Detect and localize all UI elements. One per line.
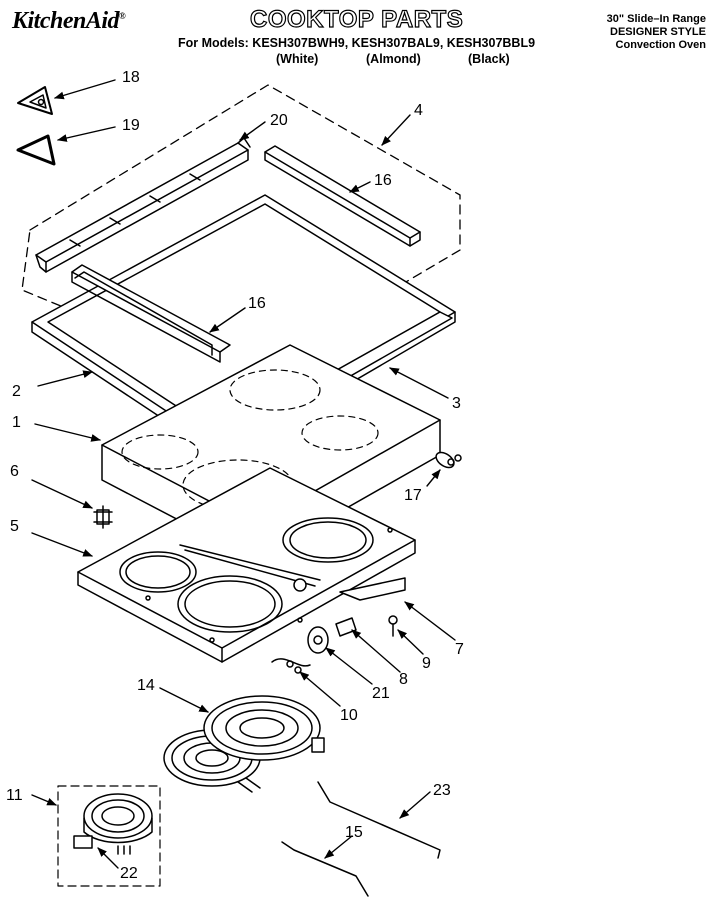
- part-11-group-outline: [57, 785, 161, 887]
- brand-name: KitchenAid: [12, 8, 120, 34]
- page-title: COOKTOP PARTS: [249, 5, 464, 33]
- callout-1: 1: [12, 414, 21, 431]
- callout-8: 8: [399, 671, 408, 688]
- callout-11: 11: [6, 787, 23, 804]
- callout-15: 15: [345, 824, 363, 841]
- callout-17: 17: [404, 487, 422, 504]
- callout-3: 3: [452, 395, 461, 412]
- callout-16-upper: 16: [374, 172, 392, 189]
- variant-white: (White): [276, 52, 319, 66]
- part-14-dual-element: [163, 695, 325, 793]
- part-17-connector: [435, 451, 462, 469]
- part-22-coil-element: [73, 793, 153, 855]
- callout-9: 9: [422, 655, 431, 672]
- part-7-bracket-rail: [339, 577, 406, 601]
- part-9-screw: [388, 615, 398, 637]
- spec-range-type: 30" Slide–In Range: [606, 13, 706, 25]
- part-21-switch: [307, 626, 329, 654]
- models-line: For Models: KESH307BWH9, KESH307BAL9, KE…: [178, 36, 536, 50]
- part-15-rod: [281, 841, 369, 897]
- part-8-clip: [335, 617, 357, 637]
- part-16-front-trim-left: [71, 264, 231, 363]
- callout-23: 23: [433, 782, 451, 799]
- callout-19: 19: [122, 117, 140, 134]
- variant-almond: (Almond): [366, 52, 421, 66]
- callout-6: 6: [10, 463, 19, 480]
- part-23-rod: [317, 781, 441, 859]
- callout-2: 2: [12, 383, 21, 400]
- part-5-burner-box: [77, 467, 416, 663]
- frame-assembly-outline: [21, 84, 461, 381]
- callout-4: 4: [414, 102, 423, 119]
- part-20-rear-trim-rail: [35, 137, 251, 273]
- callout-22: 22: [120, 865, 138, 882]
- callout-5: 5: [10, 518, 19, 535]
- spec-oven: Convection Oven: [615, 39, 706, 51]
- callout-labels: 18 19 20 4 16 16 2 3 1 6 5 17 7 9 8 21 1…: [6, 69, 464, 882]
- callout-10: 10: [340, 707, 358, 724]
- brand-logo: KitchenAid®: [12, 8, 126, 35]
- callout-7: 7: [455, 641, 464, 658]
- spec-style: DESIGNER STYLE: [610, 26, 706, 38]
- callout-14: 14: [137, 677, 155, 694]
- part-2-frame: [31, 194, 456, 459]
- part-6-clip: [93, 505, 113, 529]
- variant-black: (Black): [468, 52, 510, 66]
- callout-20: 20: [270, 112, 288, 129]
- part-19-triangle-trim: [16, 134, 56, 166]
- part-16-side-trim-right: [264, 145, 421, 247]
- part-2-rear-frame-rail: [74, 271, 213, 356]
- part-10-wire-harness: [271, 658, 311, 674]
- part-18-triangle-cap: [17, 86, 53, 115]
- callout-18: 18: [122, 69, 140, 86]
- callout-16-lower: 16: [248, 295, 266, 312]
- registered-mark: ®: [119, 11, 126, 21]
- callout-21: 21: [372, 685, 390, 702]
